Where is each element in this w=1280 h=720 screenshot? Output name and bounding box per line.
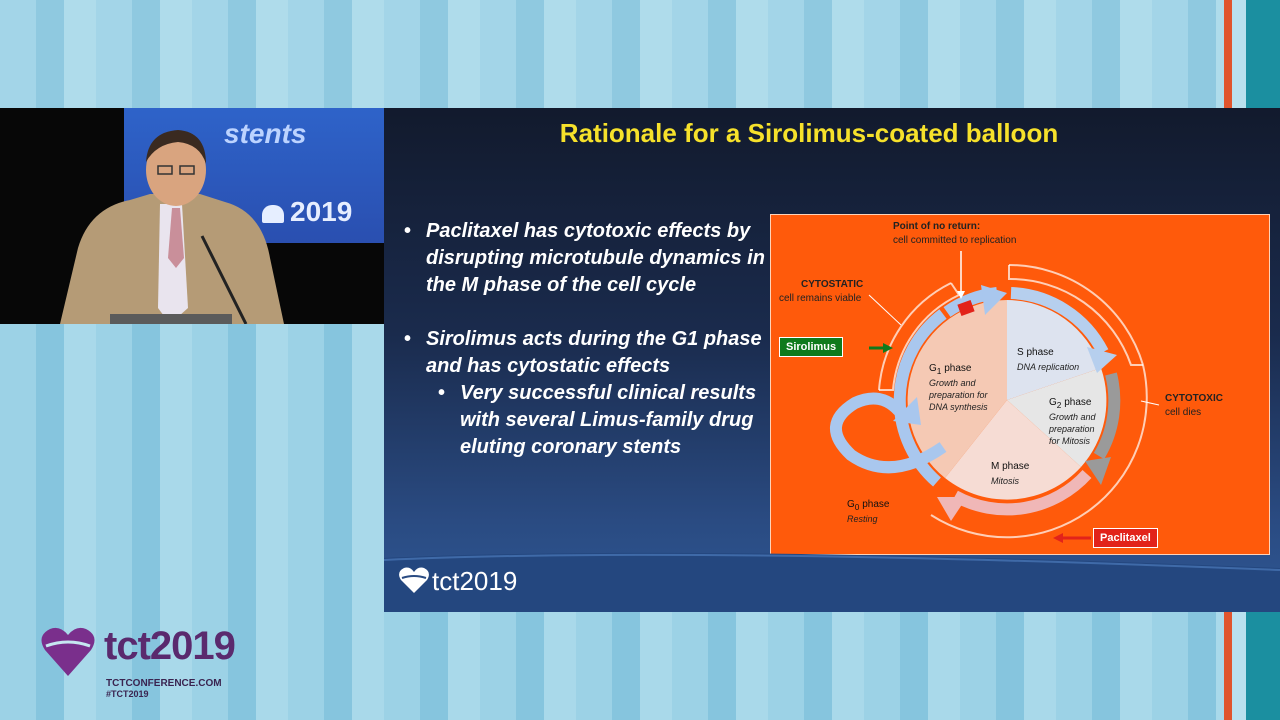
cell-cycle-diagram: Point of no return: cell committed to re… [770,214,1270,555]
g0-phase-desc: Resting [847,514,878,524]
speaker-figure [60,130,284,324]
cytostatic-sub: cell remains viable [779,293,862,304]
venue-screen-year: 2019 [262,196,352,228]
cytotoxic-sub: cell dies [1165,407,1202,418]
venue-screen-text: stents [224,118,307,149]
paclitaxel-label: Paclitaxel [1093,528,1158,548]
cell-cycle-graphic [830,251,1160,543]
g1-desc-3: DNA synthesis [929,402,988,412]
g0-phase-name: G0 phase [847,499,890,512]
brand-logo: tct2019 TCTCONFERENCE.COM #TCT2019 [40,624,236,699]
g1-desc-2: preparation for [929,390,988,400]
brand-hashtag: #TCT2019 [106,689,149,699]
slide-logo: tct2019 [398,566,517,597]
heart-icon [399,567,429,593]
presentation-slide: Rationale for a Sirolimus-coated balloon… [384,108,1280,612]
background-band [0,0,1280,108]
point-of-no-return-sub: cell committed to replication [893,235,1017,246]
point-of-no-return-title: Point of no return: [893,221,981,232]
slide-title: Rationale for a Sirolimus-coated balloon [559,118,1059,148]
bullet-paclitaxel: Paclitaxel has cytotoxic effects by disr… [404,218,774,299]
g2-desc-2: preparation [1049,424,1095,434]
cytotoxic-title: CYTOTOXIC [1165,393,1223,404]
brand-website: TCTCONFERENCE.COM [106,678,222,689]
g2-desc-1: Growth and [1049,412,1096,422]
brand-heart-icon [41,627,95,676]
slide-logo-text: tct2019 [432,566,518,596]
slide-footer-wave [384,552,1280,612]
bullet-sirolimus: Sirolimus acts during the G1 phase and h… [404,326,774,380]
s-phase-name: S phase [1017,347,1054,358]
g1-phase-name: G1 phase [929,363,972,376]
cytostatic-title: CYTOSTATIC [801,279,864,290]
m-phase-name: M phase [991,461,1030,472]
g2-desc-3: for Mitosis [1049,436,1091,446]
s-phase-desc: DNA replication [1017,362,1080,372]
m-phase-desc: Mitosis [991,476,1020,486]
bullet-list: Paclitaxel has cytotoxic effects by disr… [404,218,774,461]
g1-desc-1: Growth and [929,378,976,388]
g2-phase-name: G2 phase [1049,397,1092,410]
bullet-sirolimus-text: Sirolimus acts during the G1 phase and h… [426,328,762,377]
brand-word: tct2019 [104,624,236,668]
speaker-video: stents 2019 [0,108,384,324]
sub-bullet-limus: Very successful clinical results with se… [426,380,774,461]
sirolimus-label: Sirolimus [779,337,844,357]
